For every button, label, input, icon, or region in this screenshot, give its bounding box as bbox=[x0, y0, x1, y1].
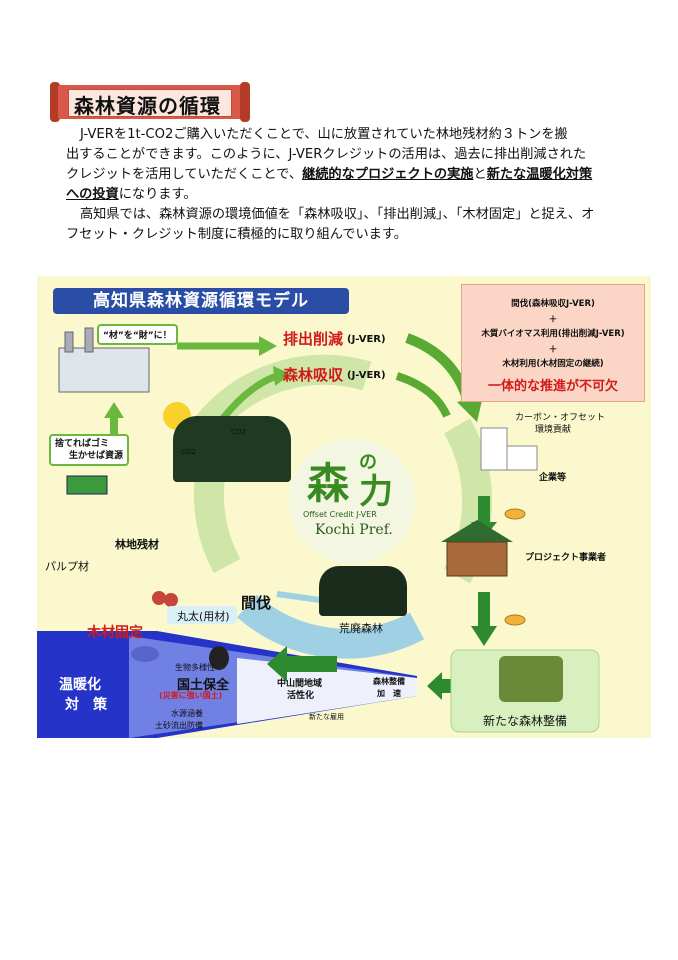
pink-line3: 木材利用(木材固定の継続) bbox=[502, 359, 604, 369]
logo-kanji-chikara: 力 bbox=[359, 472, 393, 512]
factory-chimney-1 bbox=[64, 331, 74, 353]
forest-absorption-label: 森林吸収 bbox=[283, 366, 344, 384]
para1-line3-c: と bbox=[473, 167, 487, 182]
pink-slogan: 一体的な推進が不可欠 bbox=[487, 379, 618, 394]
cycle-arrow-bottom bbox=[237, 594, 425, 659]
forest-mature-icon bbox=[173, 416, 291, 482]
waste-forest-label: 荒廃森林 bbox=[339, 622, 383, 635]
water-label: 水源涵養 bbox=[171, 709, 203, 718]
factory-icon bbox=[58, 347, 150, 393]
coin-icon-2 bbox=[504, 614, 526, 626]
para1-line1: J-VERを1t-CO2ご購入いただくことで、山に放置されていた林地残材約３トン… bbox=[80, 127, 568, 142]
arrow-head-up bbox=[104, 402, 124, 418]
para2-line1: 高知県では、森林資源の環境価値を「森林吸収」、「排出削減」、「木材固定」と捉え、… bbox=[80, 207, 595, 222]
emission-reduction-suffix: (J-VER) bbox=[347, 334, 386, 345]
company-label: 企業等 bbox=[539, 473, 567, 483]
arrow-waste-to-thinning bbox=[276, 591, 328, 604]
scroll-right-roll bbox=[240, 82, 250, 122]
arrow-forest-left bbox=[427, 672, 455, 700]
forest-residue-label: 林地残材 bbox=[115, 538, 159, 551]
kochi-forest-logo: 森 の 力 Offset Credit J-VER Kochi Pref. bbox=[289, 438, 415, 564]
arrow-head-company-1 bbox=[457, 396, 483, 422]
arrow-head-emission bbox=[259, 336, 277, 356]
pink-line2: 木質バイオマス利用(排出削減J-VER) bbox=[481, 329, 625, 339]
arrow-company-down bbox=[478, 496, 490, 524]
new-jobs-label: 新たな雇用 bbox=[309, 713, 344, 721]
trash-resource-box: 捨てればゴミ 生かせば資源 bbox=[49, 434, 130, 466]
erosion-label: 土砂流出防備 bbox=[155, 721, 203, 730]
co2-bubble-1: CO2 bbox=[181, 448, 196, 456]
forest-acc-label-1: 森林整備 bbox=[373, 677, 405, 686]
forest-new-icon bbox=[499, 656, 563, 702]
coin-icon-1 bbox=[504, 508, 526, 520]
biodiversity-label: 生物多様性 bbox=[175, 663, 215, 672]
para1-line2: 出することができます。このように、J-VERクレジットの活用は、過去に排出削減さ… bbox=[66, 147, 587, 162]
integrated-promotion-box: 間伐(森林吸収J-VER) ＋ 木質バイオマス利用(排出削減J-VER) ＋ 木… bbox=[461, 284, 645, 402]
bear-icon bbox=[209, 646, 229, 670]
logs-label: 丸太(用材) bbox=[177, 610, 230, 623]
warming-label-2: 対 策 bbox=[65, 697, 107, 713]
new-forest-label: 新たな森林整備 bbox=[483, 714, 568, 728]
para1-line3: クレジットを活用していただくことで、継続的なプロジェクトの実施と新たな温暖化対策 bbox=[66, 165, 626, 185]
arrow-head-absorb bbox=[273, 366, 291, 386]
mountain-label-1: 中山間地域 bbox=[277, 679, 323, 689]
truck-icon bbox=[66, 475, 108, 495]
scroll-left-roll bbox=[50, 82, 60, 122]
para1-line3-a: クレジットを活用していただくことで、 bbox=[66, 167, 303, 182]
factory-chimney-2 bbox=[84, 327, 94, 353]
disaster-resilient-label: (災害に強い国土) bbox=[159, 691, 223, 700]
logo-kana-no: の bbox=[359, 452, 377, 473]
emission-reduction-label: 排出削減 bbox=[283, 330, 344, 348]
thinning-label: 間伐 bbox=[241, 594, 272, 612]
pink-line1: 間伐(森林吸収J-VER) bbox=[511, 299, 595, 309]
company-building-2 bbox=[506, 445, 538, 471]
offset-credit-label: Offset Credit J-VER bbox=[303, 510, 377, 519]
land-conservation-label: 国土保全 bbox=[177, 678, 230, 693]
logs-icon-2 bbox=[164, 593, 178, 607]
arrow-project-down bbox=[478, 592, 490, 628]
pink-plus2: ＋ bbox=[548, 345, 558, 355]
pink-plus1: ＋ bbox=[548, 315, 558, 325]
company-building-icon bbox=[480, 427, 508, 471]
pulp-label: パルプ材 bbox=[45, 560, 89, 573]
intro-paragraph: J-VERを1t-CO2ご購入いただくことで、山に放置されていた林地残材約３トン… bbox=[66, 125, 626, 245]
carbon-offset-label-2: 環境貢献 bbox=[535, 425, 572, 435]
trash-line1: 捨てればゴミ bbox=[55, 439, 110, 449]
forest-waste-icon bbox=[319, 566, 407, 616]
house-icon bbox=[446, 541, 508, 577]
house-roof-icon bbox=[441, 520, 513, 542]
arrow-head-down-2 bbox=[471, 626, 497, 646]
trash-line2: 生かせば資源 bbox=[69, 451, 124, 461]
section-heading: 森林資源の循環 bbox=[50, 82, 250, 122]
slogan-box: “材”を“財”に！ bbox=[97, 324, 178, 345]
wood-fixation-label: 木材固定 bbox=[87, 625, 143, 641]
logs-pill bbox=[167, 606, 237, 624]
arrow-absorb-to-company bbox=[395, 372, 451, 418]
underline-investment: への投資 bbox=[66, 187, 119, 202]
underline-continuous-project: 継続的なプロジェクトの実施 bbox=[302, 167, 474, 182]
section-title: 森林資源の循環 bbox=[74, 94, 221, 118]
arrow-mountain-left bbox=[267, 646, 337, 682]
forest-absorption-suffix: (J-VER) bbox=[347, 370, 386, 381]
para2-line2: フセット・クレジット制度に積極的に取り組んでいます。 bbox=[66, 227, 407, 242]
warming-label-1: 温暖化 bbox=[59, 677, 101, 693]
co2-bubble-2: CO2 bbox=[231, 428, 246, 436]
kochi-label: Kochi Pref. bbox=[315, 522, 393, 538]
carbon-offset-label-1: カーボン・オフセット bbox=[515, 413, 606, 423]
logo-kanji-mori: 森 bbox=[307, 459, 350, 508]
forest-cycle-diagram: 高知県森林資源循環モデル “材”を“財”に！ 排出削減 (J-VER) 森林吸収… bbox=[37, 276, 651, 738]
scroll-inner bbox=[68, 89, 232, 117]
para1-line4: への投資になります。 bbox=[66, 185, 626, 205]
underline-new-warming-measures: 新たな温暖化対策 bbox=[486, 167, 593, 182]
mountain-label-2: 活性化 bbox=[287, 691, 315, 701]
logs-icon-1 bbox=[152, 591, 166, 605]
diagram-graphics bbox=[37, 327, 600, 738]
forest-acc-label-2: 加 速 bbox=[377, 689, 401, 698]
rabbit-icon bbox=[131, 646, 159, 662]
project-operator-label: プロジェクト事業者 bbox=[525, 553, 607, 563]
diagram-title: 高知県森林資源循環モデル bbox=[53, 288, 349, 314]
para1-line4-b: になります。 bbox=[118, 187, 197, 202]
